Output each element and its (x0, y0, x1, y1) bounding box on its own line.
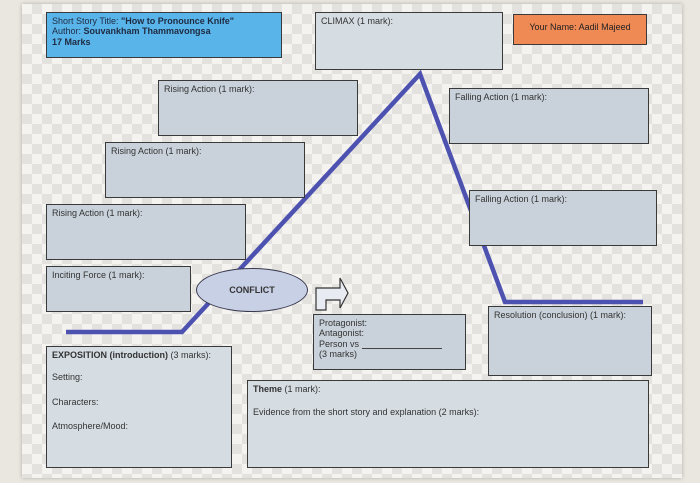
rising-action-box-2[interactable]: Rising Action (1 mark): (105, 142, 305, 198)
person-vs-row: Person vs (319, 338, 460, 350)
story-author: Souvankham Thammavongsa (83, 26, 211, 37)
inciting-force-box[interactable]: Inciting Force (1 mark): (46, 266, 191, 312)
exposition-title: EXPOSITION (introduction) (52, 350, 168, 360)
characters-label: Characters: (52, 396, 99, 407)
rising-action-label: Rising Action (1 mark): (111, 146, 202, 156)
theme-box[interactable]: Theme (1 mark): Evidence from the short … (247, 380, 649, 468)
rising-action-box-1[interactable]: Rising Action (1 mark): (46, 204, 246, 260)
inciting-force-label: Inciting Force (1 mark): (52, 270, 145, 280)
falling-action-label: Falling Action (1 mark): (475, 194, 568, 204)
conflict-details-box[interactable]: Protagonist: Antagonist: Person vs (3 ma… (313, 314, 466, 370)
conflict-ellipse: CONFLICT (196, 268, 308, 312)
antagonist-label: Antagonist: (319, 328, 365, 339)
rising-action-label: Rising Action (1 mark): (52, 208, 143, 218)
resolution-box[interactable]: Resolution (conclusion) (1 mark): (488, 306, 652, 376)
protagonist-label: Protagonist: (319, 318, 368, 328)
person-vs-label: Person vs (319, 338, 362, 349)
setting-label: Setting: (52, 371, 83, 382)
title-prefix: Short Story Title: (52, 16, 122, 26)
rising-action-box-3[interactable]: Rising Action (1 mark): (158, 80, 358, 136)
falling-action-box-2[interactable]: Falling Action (1 mark): (469, 190, 657, 246)
conflict-label: CONFLICT (229, 285, 275, 295)
atmosphere-label: Atmosphere/Mood: (52, 421, 129, 432)
theme-title: Theme (253, 384, 283, 394)
story-title: "How to Pronounce Knife" (121, 16, 235, 26)
theme-evidence-label: Evidence from the short story and explan… (253, 406, 480, 417)
student-name: Your Name: Aadil Majeed (529, 22, 631, 32)
total-marks: 17 Marks (52, 36, 91, 47)
story-info-box: Short Story Title: "How to Pronounce Kni… (46, 12, 282, 58)
falling-action-label: Falling Action (1 mark): (455, 92, 548, 102)
climax-label: CLIMAX (1 mark): (321, 16, 394, 26)
resolution-label: Resolution (conclusion) (1 mark): (494, 310, 627, 320)
student-name-box[interactable]: Your Name: Aadil Majeed (513, 14, 647, 45)
author-prefix: Author: (52, 26, 84, 37)
conflict-marks: (3 marks) (319, 349, 357, 360)
person-vs-blank[interactable] (361, 340, 442, 350)
rising-action-label: Rising Action (1 mark): (164, 84, 255, 94)
climax-box[interactable]: CLIMAX (1 mark): (315, 12, 503, 70)
falling-action-box-1[interactable]: Falling Action (1 mark): (449, 88, 649, 144)
exposition-box[interactable]: EXPOSITION (introduction) (3 marks): Set… (46, 346, 232, 468)
exposition-marks: (3 marks): (168, 350, 212, 360)
theme-marks: (1 mark): (282, 384, 321, 394)
